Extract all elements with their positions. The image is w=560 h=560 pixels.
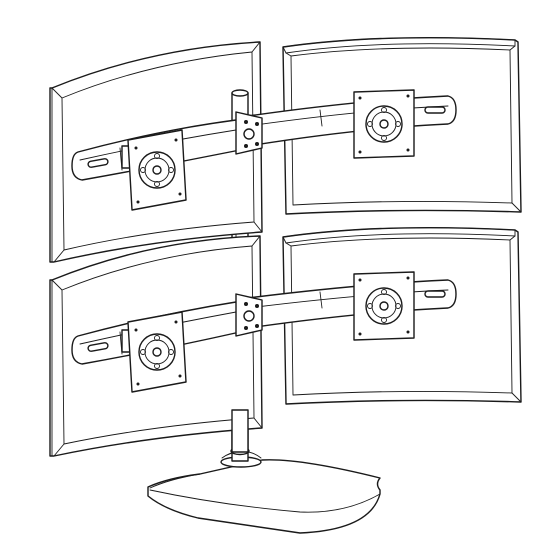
vesa-plate-bottom-left [128, 312, 186, 392]
vesa-plate-top-right [354, 90, 414, 158]
vesa-plate-bottom-right [354, 272, 414, 340]
stand-base [148, 451, 380, 533]
vesa-plate-top-left [128, 130, 186, 210]
